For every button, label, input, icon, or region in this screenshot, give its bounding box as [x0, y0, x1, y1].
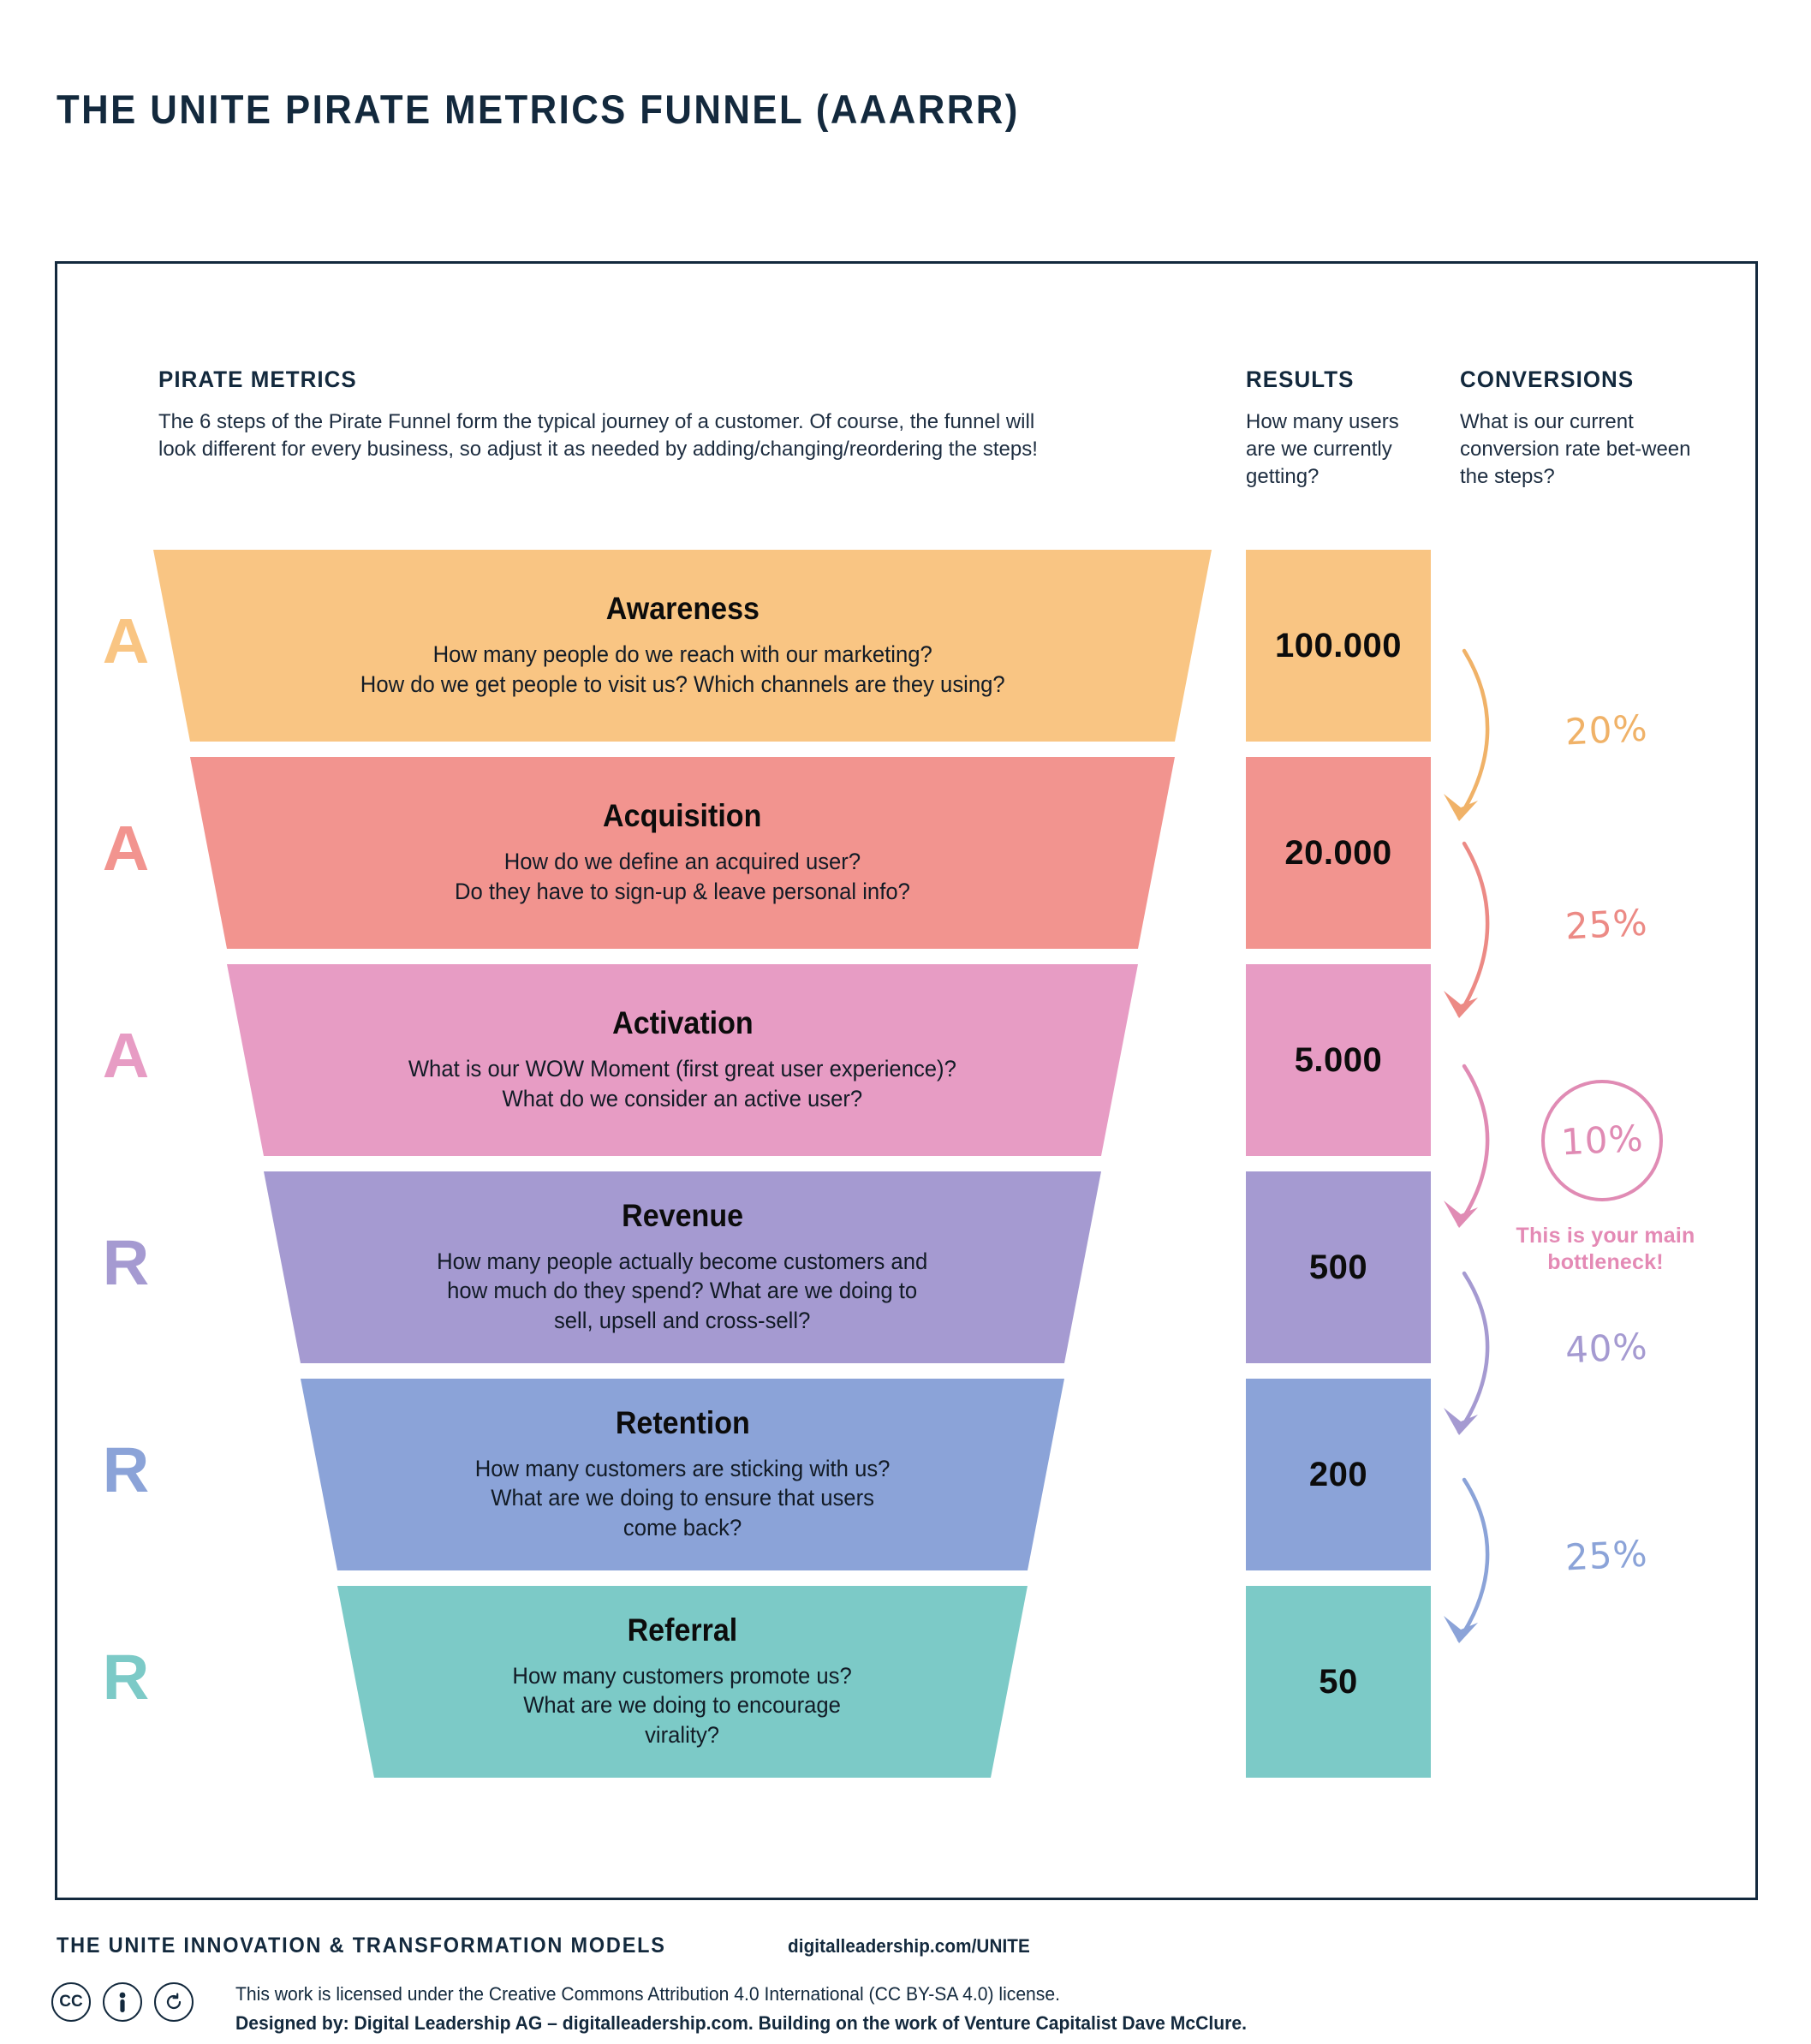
footer-credit-text: Designed by: Digital Leadership AG – dig… [235, 2012, 1247, 2035]
conversion-rate-label: 10% [1559, 1117, 1645, 1164]
result-number: 200 [1308, 1455, 1368, 1493]
arrow-head-icon [1444, 1616, 1478, 1643]
conversion-rate-4: 25% [1564, 1532, 1649, 1578]
conversion-arrow-2 [1444, 1064, 1490, 1228]
footer-title: THE UNITE INNOVATION & TRANSFORMATION MO… [57, 1934, 666, 1958]
step-name: Acquisition [603, 798, 762, 834]
arrow-head-icon [1444, 1201, 1478, 1228]
result-value-referral[interactable]: 50 [1246, 1586, 1431, 1778]
conversion-rate-0: 20% [1564, 706, 1649, 753]
step-description-line: What do we consider an active user? [502, 1085, 863, 1111]
step-description-line: virality? [645, 1721, 720, 1748]
cc-by-person-icon [103, 1982, 142, 2022]
conversions-description: What is our current conversion rate bet-… [1460, 410, 1691, 488]
step-description-line: come back? [623, 1514, 742, 1540]
column-header-conversions: CONVERSIONS What is our current conversi… [1460, 366, 1691, 491]
step-description: What is our WOW Moment (first great user… [408, 1054, 956, 1112]
step-description-line: What are we doing to ensure that users [491, 1485, 874, 1511]
arrow-head-icon [1444, 991, 1478, 1018]
result-number: 500 [1308, 1248, 1368, 1286]
funnel-letter-3: R [102, 1227, 150, 1298]
footer-license-text: This work is licensed under the Creative… [235, 1983, 1060, 2005]
step-description: How many people do we reach with our mar… [360, 640, 1005, 698]
step-description-line: What are we doing to encourage [523, 1692, 842, 1719]
footer-license-block: This work is licensed under the Creative… [235, 1980, 1247, 2038]
creative-commons-icons: CC [51, 1982, 194, 2022]
result-number: 50 [1319, 1662, 1358, 1701]
result-value-awareness[interactable]: 100.000 [1246, 550, 1431, 742]
result-number: 5.000 [1294, 1040, 1383, 1079]
conversion-arrow-0 [1444, 648, 1490, 821]
step-description-line: How many customers are sticking with us? [474, 1456, 891, 1482]
results-description: How many users are we currently getting? [1246, 410, 1399, 488]
cc-sharealike-icon [154, 1982, 194, 2022]
funnel-letter-4: R [102, 1434, 150, 1505]
step-description-line: sell, upsell and cross-sell? [554, 1307, 811, 1333]
conversions-heading: CONVERSIONS [1460, 366, 1635, 392]
conversion-rate-1: 25% [1564, 901, 1649, 948]
footer-url[interactable]: digitalleadership.com/UNITE [788, 1935, 1030, 1957]
step-description: How do we define an acquired user? Do the… [455, 847, 910, 905]
funnel-letter-5: R [102, 1642, 150, 1713]
conversion-arrow-4 [1444, 1477, 1490, 1643]
result-value-retention[interactable]: 200 [1246, 1379, 1431, 1570]
page-title: THE UNITE PIRATE METRICS FUNNEL (AAARRR) [57, 86, 1020, 132]
column-header-pirate-metrics: PIRATE METRICS The 6 steps of the Pirate… [158, 366, 1057, 463]
result-value-revenue[interactable]: 500 [1246, 1171, 1431, 1363]
arrow-head-icon [1444, 794, 1478, 821]
result-value-activation[interactable]: 5.000 [1246, 964, 1431, 1156]
step-name: Revenue [622, 1198, 743, 1234]
bottleneck-annotation: This is your main bottleneck! [1516, 1224, 1695, 1274]
step-description-line: What is our WOW Moment (first great user… [408, 1056, 957, 1082]
step-description: How many customers promote us? What are w… [513, 1661, 852, 1749]
step-description-line: How do we get people to visit us? Which … [360, 670, 1005, 697]
funnel-letter-2: A [102, 1020, 150, 1091]
result-number: 20.000 [1284, 833, 1392, 872]
step-description-line: How many people actually become customer… [437, 1248, 928, 1275]
step-description-line: How do we define an acquired user? [503, 849, 861, 875]
funnel-letter-1: A [102, 813, 150, 884]
step-name: Activation [611, 1005, 754, 1041]
step-description: How many people actually become customer… [437, 1247, 927, 1334]
column-header-results: RESULTS How many users are we currently … [1246, 366, 1430, 491]
results-heading: RESULTS [1246, 366, 1355, 392]
step-description: How many customers are sticking with us?… [475, 1454, 891, 1541]
conversion-rate-3: 40% [1564, 1325, 1649, 1371]
conversion-arrow-1 [1444, 841, 1490, 1018]
result-number: 100.000 [1274, 626, 1403, 664]
pirate-metrics-heading: PIRATE METRICS [158, 366, 357, 392]
result-value-acquisition[interactable]: 20.000 [1246, 757, 1431, 949]
step-description-line: Do they have to sign-up & leave personal… [455, 878, 910, 904]
arrow-head-icon [1444, 1408, 1478, 1435]
pirate-metrics-description: The 6 steps of the Pirate Funnel form th… [158, 410, 1038, 461]
conversion-rate-circled-2: 10% [1541, 1079, 1663, 1201]
funnel-letter-0: A [102, 605, 150, 676]
step-name: Referral [627, 1612, 738, 1648]
step-name: Retention [615, 1405, 750, 1441]
step-description-line: How many customers promote us? [512, 1663, 853, 1689]
step-description-line: how much do they spend? What are we doin… [447, 1278, 918, 1304]
step-description-line: How many people do we reach with our mar… [432, 641, 932, 668]
cc-logo-icon: CC [51, 1982, 91, 2022]
content-frame [55, 261, 1758, 1900]
step-name: Awareness [605, 591, 760, 627]
conversion-arrow-3 [1444, 1271, 1490, 1435]
